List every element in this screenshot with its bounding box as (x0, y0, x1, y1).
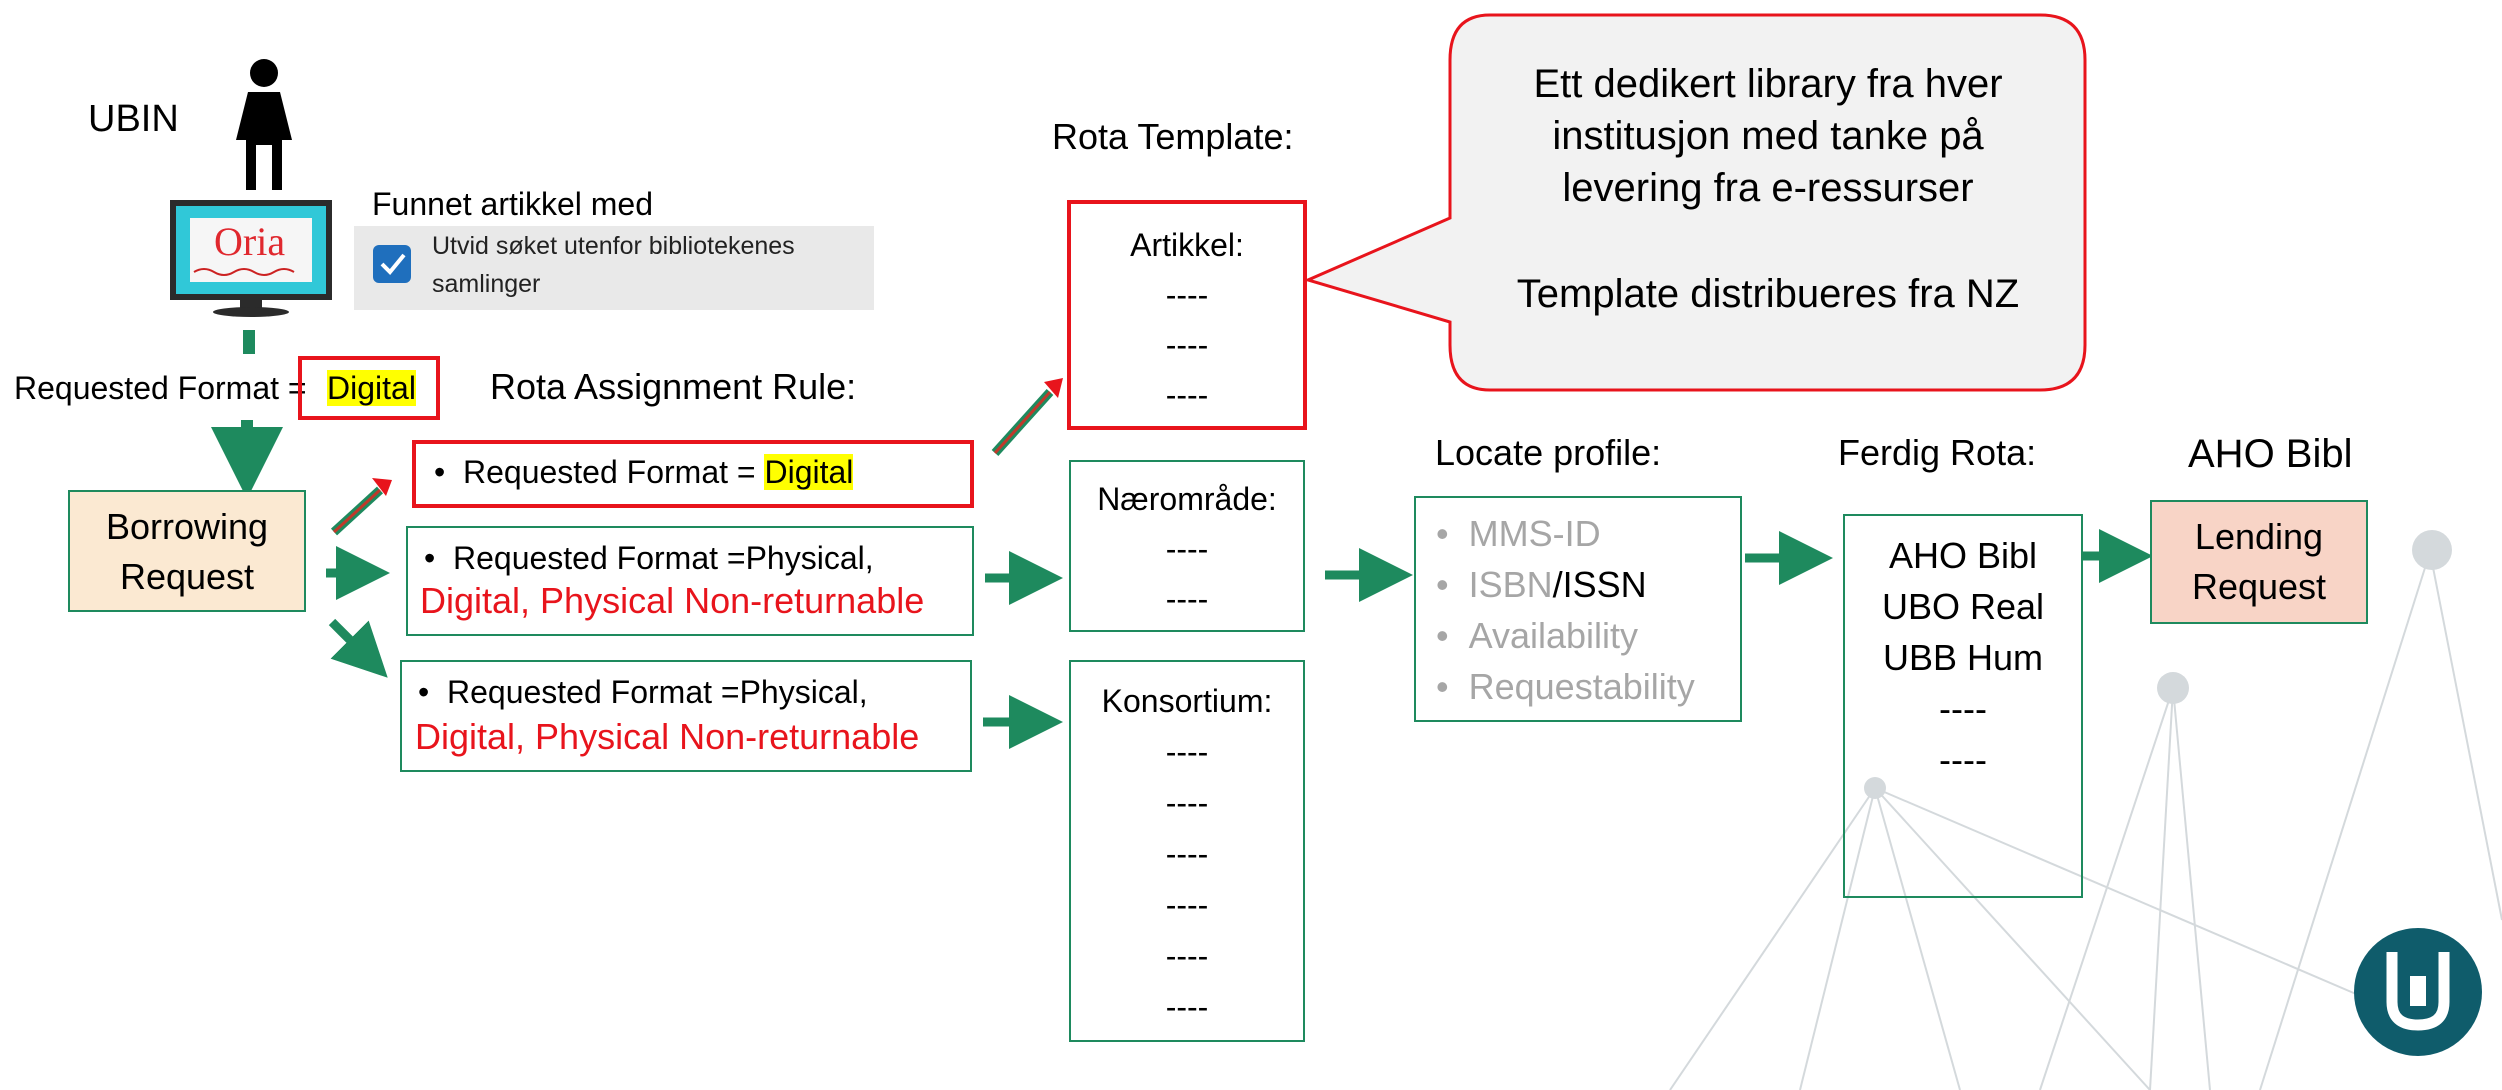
rule1-text: • Requested Format = Digital (434, 454, 854, 491)
locate-item-isbn: ISBN (1468, 564, 1553, 605)
rule3-bullet: • (418, 674, 430, 710)
locate-item-availability: • Availability (1436, 615, 1639, 656)
rota-assignment-rule-title: Rota Assignment Rule: (490, 366, 857, 407)
person-icon (236, 59, 292, 190)
rule2-bullet: • (424, 540, 436, 576)
background-network-nodes (1864, 530, 2452, 799)
locate-item-text: Requestability (1468, 666, 1695, 707)
locate-item-requestability: • Requestability (1436, 666, 1695, 707)
background-network-lines (1669, 551, 2502, 1090)
rule2-label: Requested Format =Physical, (452, 540, 874, 576)
arrow-head-red (372, 478, 392, 496)
rule1-label: Requested Format = (462, 454, 765, 490)
arrow-borrowing-rule3 (328, 618, 388, 678)
found-article-text: Funnet artikkel med (372, 186, 654, 222)
locate-item-issn: /ISSN (1552, 564, 1647, 605)
locate-item-text: MMS-ID (1468, 513, 1601, 554)
ferdig-rota-box: AHO Bibl UBO Real UBB Hum ---- ---- (1843, 514, 2083, 898)
network-node (1864, 777, 1886, 799)
lending-request-box: Lending Request (2150, 500, 2368, 624)
callout-bubble (1303, 13, 2087, 392)
locate-profile-title: Locate profile: (1435, 432, 1662, 473)
ferdig-rota-item: ---- (1939, 739, 1987, 780)
rule1-bullet: • (434, 454, 446, 490)
checkbox-label-line2: samlinger (432, 270, 541, 298)
lending-request-line2: Request (2191, 566, 2327, 607)
template-entry: ---- (1165, 377, 1209, 413)
rule2-formats: Digital, Physical Non-returnable (420, 580, 925, 621)
callout-line2: institusjon med tanke på (1552, 114, 1984, 158)
template-entry: ---- (1165, 938, 1209, 974)
locate-item-isbn-issn: • ISBN/ISSN (1436, 564, 1647, 605)
callout-line1: Ett dedikert library fra hver (1533, 62, 2003, 106)
template-konsortium-box: Konsortium: ---- ---- ---- ---- ---- ---… (1069, 660, 1305, 1042)
rule1-value: Digital (764, 454, 854, 490)
template-naeromrade-label: Nærområde: (1097, 481, 1277, 517)
rule2-text: • Requested Format =Physical, (424, 540, 874, 577)
template-entry: ---- (1165, 785, 1209, 821)
locate-profile-box: • MMS-ID • ISBN/ISSN • Availability • Re… (1414, 496, 1742, 722)
requested-format-prefix: Requested Format (14, 370, 288, 406)
borrowing-request-box: Borrowing Request (68, 490, 306, 612)
arrow-rule1-artikkel-red (993, 390, 1052, 455)
ferdig-rota-item: UBB Hum (1882, 637, 2044, 678)
rule3-formats: Digital, Physical Non-returnable (415, 716, 920, 757)
rule1-box (412, 440, 974, 508)
rule3-box (400, 660, 972, 772)
template-naeromrade-box: Nærområde: ---- ---- (1069, 460, 1305, 632)
locate-item-mmsid: • MMS-ID (1436, 513, 1601, 554)
lending-library-title: AHO Bibl (2188, 432, 2353, 476)
ferdig-rota-item: ---- (1939, 688, 1987, 729)
template-artikkel-label: Artikkel: (1130, 227, 1244, 263)
rota-template-title: Rota Template: (1052, 116, 1294, 157)
unit-logo-icon (2354, 928, 2482, 1056)
connector-stub (243, 330, 255, 354)
ferdig-rota-item: UBO Real (1881, 586, 2045, 627)
oria-logo-text: Oria (214, 219, 286, 264)
arrow-borrowing-rule1-red (332, 488, 382, 534)
rule3-label: Requested Format =Physical, (446, 674, 868, 710)
lending-request-line1: Lending (2194, 516, 2324, 557)
network-node (2412, 530, 2452, 570)
ferdig-rota-item: AHO Bibl (1888, 535, 2038, 576)
requested-format-digital-box (298, 356, 440, 420)
network-node (2157, 672, 2189, 704)
template-entry: ---- (1165, 277, 1209, 313)
requested-format-value: Digital (327, 370, 416, 406)
rule2-box (406, 526, 974, 636)
template-entry: ---- (1165, 989, 1209, 1025)
callout-text: Ett dedikert library fra hver institusjo… (1452, 58, 2084, 320)
template-entry: ---- (1165, 581, 1209, 617)
callout-line4: Template distribueres fra NZ (1516, 272, 2020, 316)
oria-monitor-icon (170, 200, 332, 317)
checkbox-label-line1: Utvid søket utenfor bibliotekenes (432, 232, 795, 260)
ferdig-rota-title: Ferdig Rota: (1838, 432, 2037, 473)
template-entry: ---- (1165, 531, 1209, 567)
borrowing-request-line2: Request (119, 556, 255, 597)
template-entry: ---- (1165, 327, 1209, 363)
ubin-label: UBIN (88, 98, 179, 140)
template-entry: ---- (1165, 887, 1209, 923)
template-artikkel-box: Artikkel: ---- ---- ---- (1067, 200, 1307, 430)
rule3-text: • Requested Format =Physical, (418, 674, 868, 711)
arrow-head-red (1044, 378, 1063, 398)
checkbox-check-icon (373, 245, 411, 283)
template-konsortium-label: Konsortium: (1101, 683, 1273, 719)
callout-line3: levering fra e-ressurser (1562, 166, 1974, 210)
locate-item-text: Availability (1468, 615, 1639, 656)
borrowing-request-line1: Borrowing (105, 506, 269, 547)
requested-format-label: Requested Format = (14, 370, 307, 407)
template-entry: ---- (1165, 836, 1209, 872)
template-entry: ---- (1165, 734, 1209, 770)
